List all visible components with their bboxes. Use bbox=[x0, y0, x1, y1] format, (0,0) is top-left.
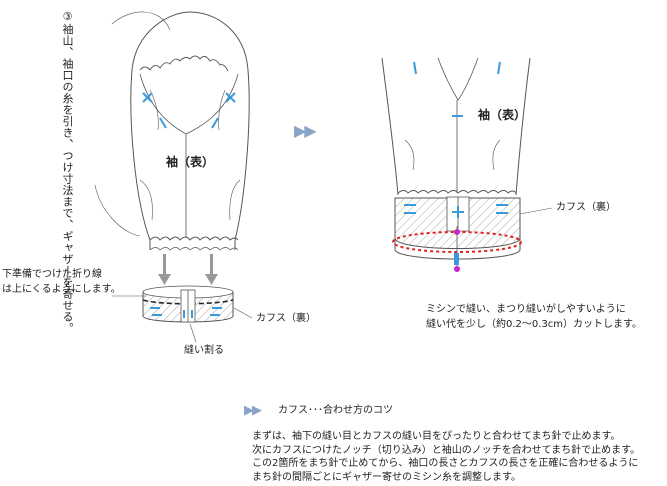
seam-open-label: 縫い割る bbox=[184, 345, 224, 356]
fold-line-note-1: 下準備でつけた折り線 bbox=[2, 269, 102, 280]
cuff-left-leader bbox=[233, 307, 253, 319]
tips-line-4: まち針の間隔ごとにギャザー寄せのミシン糸を調整します。 bbox=[252, 471, 521, 483]
sewing-note-1: ミシンで縫い、まつり縫いがしやすいように bbox=[426, 304, 626, 315]
seam-leader bbox=[189, 323, 197, 343]
tips-heading: カフス･･･合わせ方のコツ bbox=[278, 405, 393, 416]
cuff-right-leader bbox=[519, 207, 553, 215]
tips-marker-icon: ▶▶ bbox=[244, 403, 262, 418]
right-cuff-label: カフス（裏） bbox=[556, 202, 616, 213]
left-notch-marks bbox=[142, 92, 236, 129]
tips-paragraph: まずは、袖下の縫い目とカフスの縫い目をぴったりと合わせてまち針で止めます。 次に… bbox=[252, 430, 640, 484]
left-sleeve bbox=[130, 11, 250, 251]
left-cuff bbox=[142, 285, 234, 323]
right-notch-marks bbox=[413, 61, 501, 117]
down-arrows bbox=[158, 254, 218, 285]
fold-line-note-2: は上にくるようにします。 bbox=[2, 284, 121, 295]
step-arrow-icon: ▶▶ bbox=[294, 121, 317, 140]
right-cuff bbox=[392, 196, 522, 272]
gather-instruction-note: ③袖山、袖口の糸を引き、つけ寸法まで、ギャザーを寄せる。 bbox=[61, 10, 74, 334]
tips-line-3: この2箇所をまち針で止めてから、袖口の長さとカフスの長さを正確に合わせるように bbox=[252, 458, 639, 469]
sewing-note-2: 縫い代を少し（約0.2～0.3cm）カットします。 bbox=[426, 319, 643, 330]
tips-line-2: 次にカフスにつけたノッチ（切り込み）と袖山のノッチを合わせてまち針で止めます。 bbox=[252, 444, 641, 456]
right-sleeve-label: 袖（表） bbox=[478, 108, 527, 122]
left-sleeve-label: 袖（表） bbox=[166, 155, 215, 169]
right-sleeve bbox=[381, 57, 531, 196]
note-leader-line bbox=[94, 11, 171, 237]
left-cuff-label: カフス（裏） bbox=[256, 313, 316, 324]
tips-line-1: まずは、袖下の縫い目とカフスの縫い目をぴったりと合わせてまち針で止めます。 bbox=[252, 431, 621, 442]
